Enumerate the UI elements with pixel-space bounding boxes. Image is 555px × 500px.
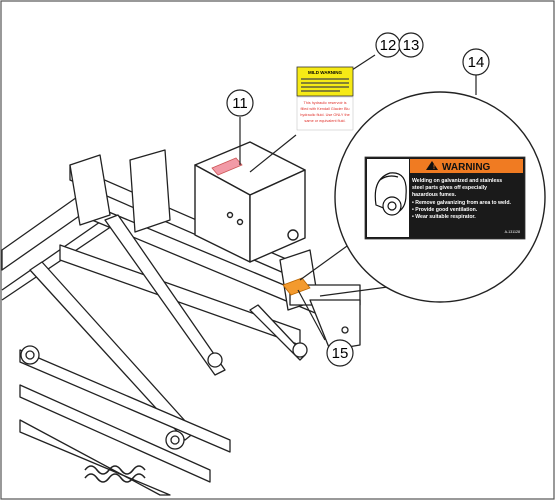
red-decal-line-1: This hydraulic reservoir is — [303, 101, 346, 105]
svg-text:!: ! — [433, 165, 435, 171]
warning-triangle-icon — [426, 161, 438, 170]
callout-11-label: 11 — [232, 95, 248, 112]
callout-15-label: 15 — [332, 345, 349, 362]
warning-line-6: • Wear suitable respirator. — [412, 214, 476, 220]
warning-header-bar — [410, 159, 523, 173]
red-decal-line-4: same or equivalent fluid. — [304, 119, 345, 123]
red-fluid-decal: This hydraulic reservoir is filled with … — [296, 96, 354, 131]
callout-13-label: 13 — [403, 37, 420, 54]
warning-part-number: A-131128 — [505, 230, 520, 234]
callout-12: 12 — [375, 32, 401, 58]
yellow-decal-title: MILD WARNING — [308, 70, 342, 75]
red-decal-line-3: hydraulic fluid. Use ONLY the — [300, 113, 349, 117]
callout-14: 14 — [462, 48, 490, 76]
callout-15: 15 — [326, 339, 354, 367]
reservoir-decal-marker — [211, 157, 243, 176]
machine-frame — [1, 149, 361, 496]
respirator-icon — [374, 172, 407, 216]
warning-line-4: • Remove galvanizing from area to weld. — [412, 200, 512, 206]
callout-13: 13 — [398, 32, 424, 58]
warning-line-2: steel parts gives off especially — [412, 185, 487, 191]
warning-line-1: Welding on galvanized and stainless — [412, 178, 502, 184]
callout-12-label: 12 — [380, 37, 397, 54]
red-decal-line-2: filled with Kendall Glacier Blu — [301, 107, 350, 111]
frame-decal-marker — [282, 277, 311, 296]
callout-11: 11 — [226, 89, 254, 117]
warning-decal: ! WARNING Welding on galvanized and stai… — [364, 156, 526, 240]
warning-header-text: WARNING — [442, 162, 491, 173]
yellow-decal: MILD WARNING — [296, 66, 354, 97]
hydraulic-reservoir — [194, 141, 306, 263]
warning-line-5: • Provide good ventilation. — [412, 207, 478, 213]
warning-line-3: hazardous fumes. — [412, 192, 457, 198]
callout-14-label: 14 — [468, 54, 485, 71]
